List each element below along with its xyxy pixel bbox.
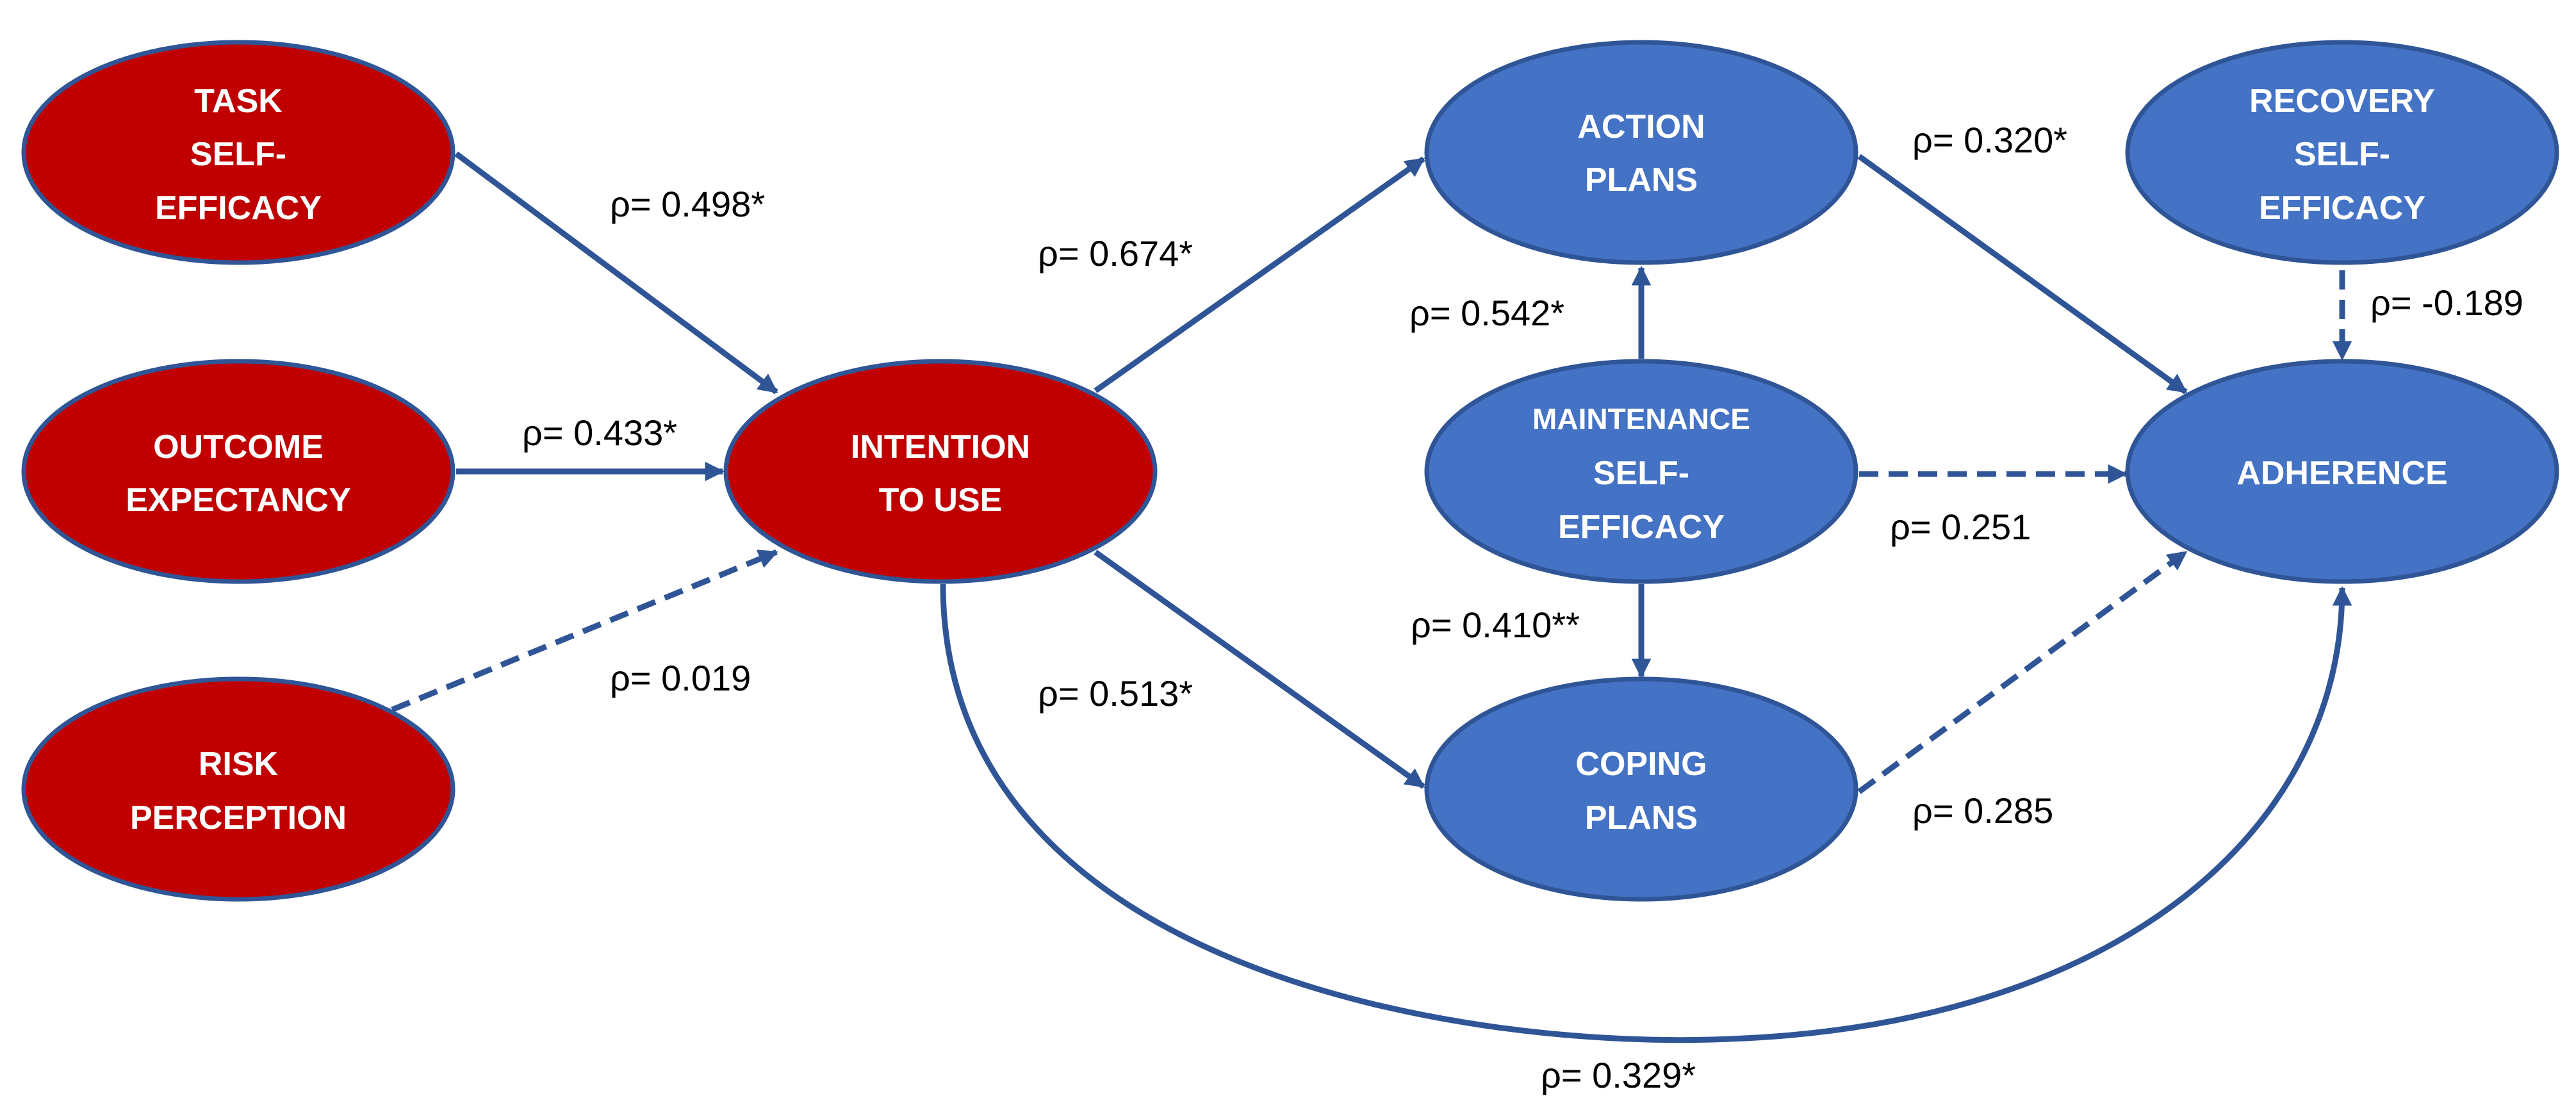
node-shape — [21, 676, 455, 902]
node-label-line: TASK — [194, 83, 283, 120]
edges — [391, 151, 2352, 1043]
edge-label-maintenance-to-adherence: ρ= 0.251 — [1890, 507, 2031, 547]
node-task-self-efficacy: TASK SELF- EFFICACY — [21, 40, 455, 265]
node-label-line: ADHERENCE — [2236, 455, 2447, 492]
node-label-line: PERCEPTION — [130, 799, 347, 837]
edge-label-maintenance-to-coping: ρ= 0.410** — [1411, 605, 1580, 645]
node-label-line: RECOVERY — [2249, 83, 2435, 120]
edge-action-to-adherence — [1857, 154, 2188, 395]
node-label-line: EXPECTANCY — [126, 482, 351, 519]
node-label-line: RISK — [199, 746, 279, 783]
node-label-line: COPING — [1575, 746, 1707, 783]
node-intention-to-use: INTENTION TO USE — [723, 359, 1158, 584]
node-shape — [1424, 676, 1858, 902]
node-label-line: EFFICACY — [1558, 509, 1725, 546]
node-label-line: PLANS — [1585, 799, 1698, 837]
edge-label-risk-to-intention: ρ= 0.019 — [610, 658, 751, 698]
nodes: TASK SELF- EFFICACY OUTCOME EXPECTANCY R… — [21, 40, 2559, 902]
node-shape — [21, 359, 455, 584]
node-recovery-self-efficacy: RECOVERY SELF- EFFICACY — [2125, 40, 2559, 265]
edge-label-coping-to-adherence: ρ= 0.285 — [1912, 790, 2053, 831]
node-action-plans: ACTION PLANS — [1424, 40, 1858, 265]
node-label-line: ACTION — [1577, 108, 1705, 145]
node-label-line: OUTCOME — [153, 429, 324, 466]
edge-label-outcome-to-intention: ρ= 0.433* — [522, 413, 677, 453]
edge-intention-to-coping — [1094, 550, 1425, 789]
node-shape — [2125, 359, 2559, 584]
node-shape — [1424, 40, 1858, 265]
node-label-line: PLANS — [1585, 161, 1698, 199]
node-label-line: EFFICACY — [155, 190, 322, 227]
node-label-line: SELF- — [190, 136, 286, 173]
node-maintenance-self-efficacy: MAINTENANCE SELF- EFFICACY — [1424, 359, 1858, 584]
node-shape — [21, 40, 455, 265]
edge-label-intention-to-coping: ρ= 0.513* — [1038, 673, 1193, 714]
node-shape — [2125, 40, 2559, 265]
node-shape — [1424, 359, 1858, 584]
edge-label-intention-to-action: ρ= 0.674* — [1038, 233, 1193, 274]
node-label-line: SELF- — [2294, 136, 2390, 173]
edge-risk-to-intention — [391, 549, 778, 713]
node-risk-perception: RISK PERCEPTION — [21, 676, 455, 902]
node-label-line: MAINTENANCE — [1532, 402, 1750, 436]
node-adherence: ADHERENCE — [2125, 359, 2559, 584]
node-label-line: INTENTION — [851, 429, 1030, 466]
edge-intention-to-adherence — [940, 584, 2352, 1043]
node-label-line: EFFICACY — [2259, 190, 2425, 227]
edge-coping-to-adherence — [1857, 550, 2188, 794]
edge-label-task-to-intention: ρ= 0.498* — [610, 184, 765, 224]
node-label-line: TO USE — [879, 482, 1003, 519]
node-label-line: SELF- — [1593, 455, 1689, 492]
edge-label-maintenance-to-action: ρ= 0.542* — [1409, 293, 1564, 333]
edge-task-to-intention — [454, 151, 778, 395]
edge-label-recovery-to-adherence: ρ= -0.189 — [2370, 282, 2523, 323]
node-outcome-expectancy: OUTCOME EXPECTANCY — [21, 359, 455, 584]
edge-labels: ρ= 0.498* ρ= 0.433* ρ= 0.019 ρ= 0.674* ρ… — [522, 120, 2523, 1095]
edge-intention-to-action — [1094, 156, 1425, 393]
edge-label-intention-to-adherence: ρ= 0.329* — [1541, 1055, 1696, 1095]
node-coping-plans: COPING PLANS — [1424, 676, 1858, 902]
edge-label-action-to-adherence: ρ= 0.320* — [1912, 120, 2067, 160]
node-shape — [723, 359, 1158, 584]
